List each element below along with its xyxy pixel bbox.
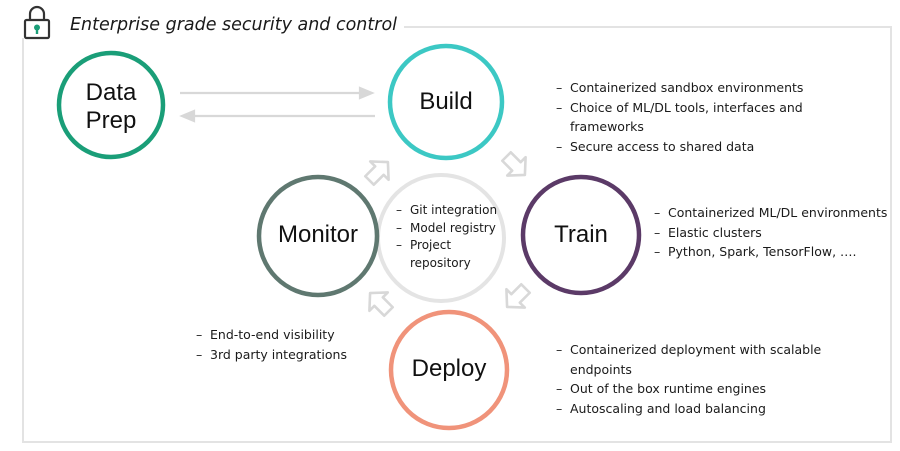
hub-item: Git integration <box>396 202 508 220</box>
build-detail-item: Choice of ML/DL tools, interfaces and fr… <box>556 98 811 137</box>
data-prep-label: Data Prep <box>61 79 161 135</box>
monitor-detail-item: End-to-end visibility <box>196 325 386 345</box>
deploy-detail-item: Containerized deployment with scalable e… <box>556 340 846 379</box>
deploy-detail-list: Containerized deployment with scalable e… <box>556 340 846 418</box>
data-prep-label-line2: Prep <box>85 107 137 134</box>
cycle-arrow-monitor-to-build <box>363 160 390 187</box>
build-label: Build <box>419 88 473 115</box>
cycle-arrow-build-to-train <box>500 150 527 177</box>
build-detail-item: Containerized sandbox environments <box>556 78 811 98</box>
train-detail-item: Elastic clusters <box>654 223 894 243</box>
monitor-circle <box>256 174 380 298</box>
deploy-detail-item: Autoscaling and load balancing <box>556 399 846 419</box>
lock-icon <box>23 5 51 40</box>
hub-item: Model registry <box>396 220 508 238</box>
build-to-data-prep-arrow <box>179 109 375 123</box>
deploy-circle <box>388 309 510 431</box>
monitor-label: Monitor <box>277 221 359 248</box>
train-detail-item: Python, Spark, TensorFlow, …. <box>654 242 894 262</box>
cycle-arrow-train-to-deploy <box>505 282 532 309</box>
build-detail-list: Containerized sandbox environments Choic… <box>556 78 811 156</box>
hub-feature-list: Git integration Model registry Project r… <box>396 202 508 272</box>
deploy-label: Deploy <box>411 355 487 382</box>
deploy-detail-item: Out of the box runtime engines <box>556 379 846 399</box>
monitor-detail-item: 3rd party integrations <box>196 345 386 365</box>
train-circle <box>520 174 642 296</box>
train-detail-list: Containerized ML/DL environments Elastic… <box>654 203 894 262</box>
build-detail-item: Secure access to shared data <box>556 137 811 157</box>
data-prep-label-line1: Data <box>85 79 137 106</box>
cycle-arrow-deploy-to-monitor <box>368 291 395 318</box>
hub-item: Project repository <box>396 237 508 272</box>
data-prep-circle <box>56 50 166 160</box>
train-label: Train <box>554 221 608 248</box>
data-prep-to-build-arrow <box>180 86 375 100</box>
build-circle <box>387 43 505 161</box>
frame-title-gap <box>14 12 404 38</box>
header-title: Enterprise grade security and control <box>70 15 398 35</box>
train-detail-item: Containerized ML/DL environments <box>654 203 894 223</box>
monitor-detail-list: End-to-end visibility 3rd party integrat… <box>196 325 386 364</box>
